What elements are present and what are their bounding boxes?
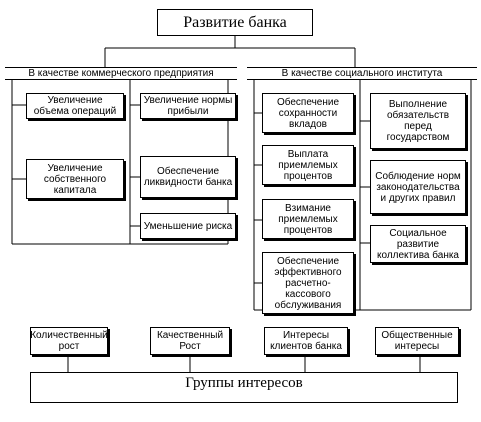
node-increase-capital: Увеличение собственного капитала xyxy=(26,159,124,199)
node-charge-interest: Взимание приемлемых процентов xyxy=(262,199,354,239)
node-liquidity: Обеспечение ликвидности банка xyxy=(140,156,236,198)
branch-social: В качестве социального института xyxy=(247,67,477,80)
node-pay-interest: Выплата приемлемых процентов xyxy=(262,145,354,185)
branch-commercial: В качестве коммерческого предприятия xyxy=(5,67,237,80)
node-reduce-risk: Уменьшение риска xyxy=(140,213,236,239)
node-deposit-safety: Обеспечение сохранности вкладов xyxy=(262,93,354,133)
interest-public: Общественные интересы xyxy=(375,327,459,355)
root-node: Развитие банка xyxy=(157,9,313,36)
node-legislation: Соблюдение норм законодательства и други… xyxy=(370,160,466,214)
interest-groups: Группы интересов xyxy=(30,372,458,403)
node-increase-operations: Увеличение объема операций xyxy=(26,93,124,119)
node-increase-profit: Увеличение нормы прибыли xyxy=(140,93,236,119)
interest-clients: Интересы клиентов банка xyxy=(264,327,348,355)
node-state-obligations: Выполнение обязательств перед государств… xyxy=(370,93,466,149)
interest-qualitative: Качественный Рост xyxy=(150,327,230,355)
node-social-development: Социальное развитие коллектива банка xyxy=(370,225,466,263)
interest-quantitative: Количественный рост xyxy=(30,327,108,355)
node-cash-service: Обеспечение эффективного расчетно-кассов… xyxy=(262,252,354,314)
